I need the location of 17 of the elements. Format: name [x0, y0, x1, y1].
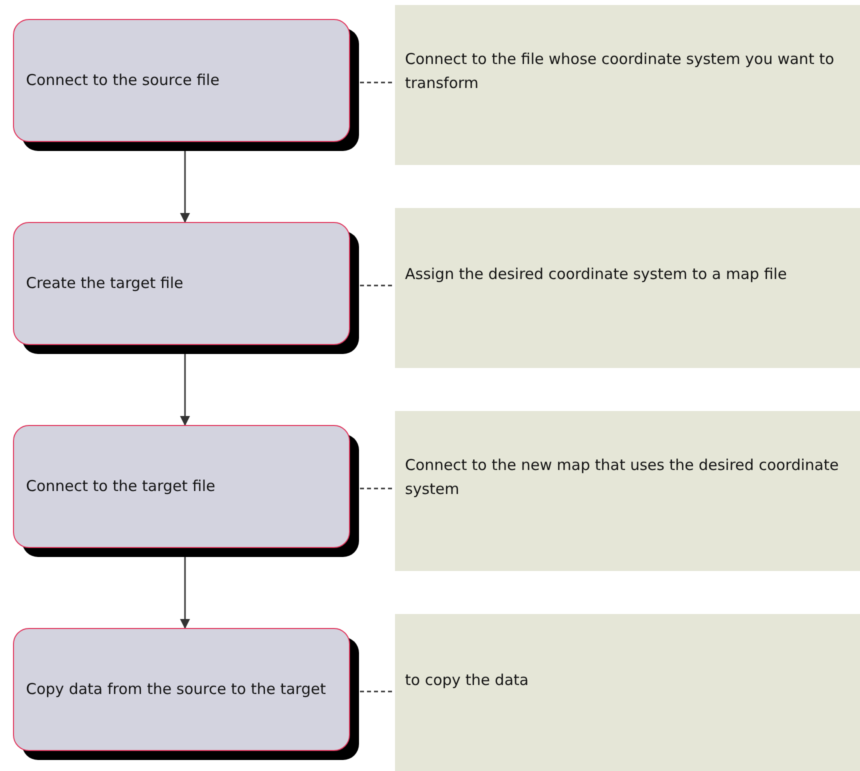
connector-line [360, 488, 395, 490]
step-label: Connect to the source file [26, 70, 220, 92]
step-label: Copy data from the source to the target [26, 679, 326, 700]
note-text: Connect to the new map that uses the desired coordinate system [405, 455, 840, 500]
note-panel [395, 5, 860, 165]
arrow [180, 557, 190, 629]
step-label: Create the target file [26, 273, 184, 294]
note-text: to copy the data [405, 670, 529, 691]
connector-line [360, 284, 395, 286]
step-label: Connect to the target file [26, 476, 216, 498]
note-panel [395, 411, 860, 571]
note-text: Assign the desired coordinate system to a map file [405, 264, 787, 285]
note-panel [395, 208, 860, 368]
note-text: Connect to the file whose coordinate system you want to transform [405, 49, 836, 94]
note-panel [395, 614, 860, 771]
connector-line [360, 690, 395, 692]
arrow [180, 354, 190, 426]
